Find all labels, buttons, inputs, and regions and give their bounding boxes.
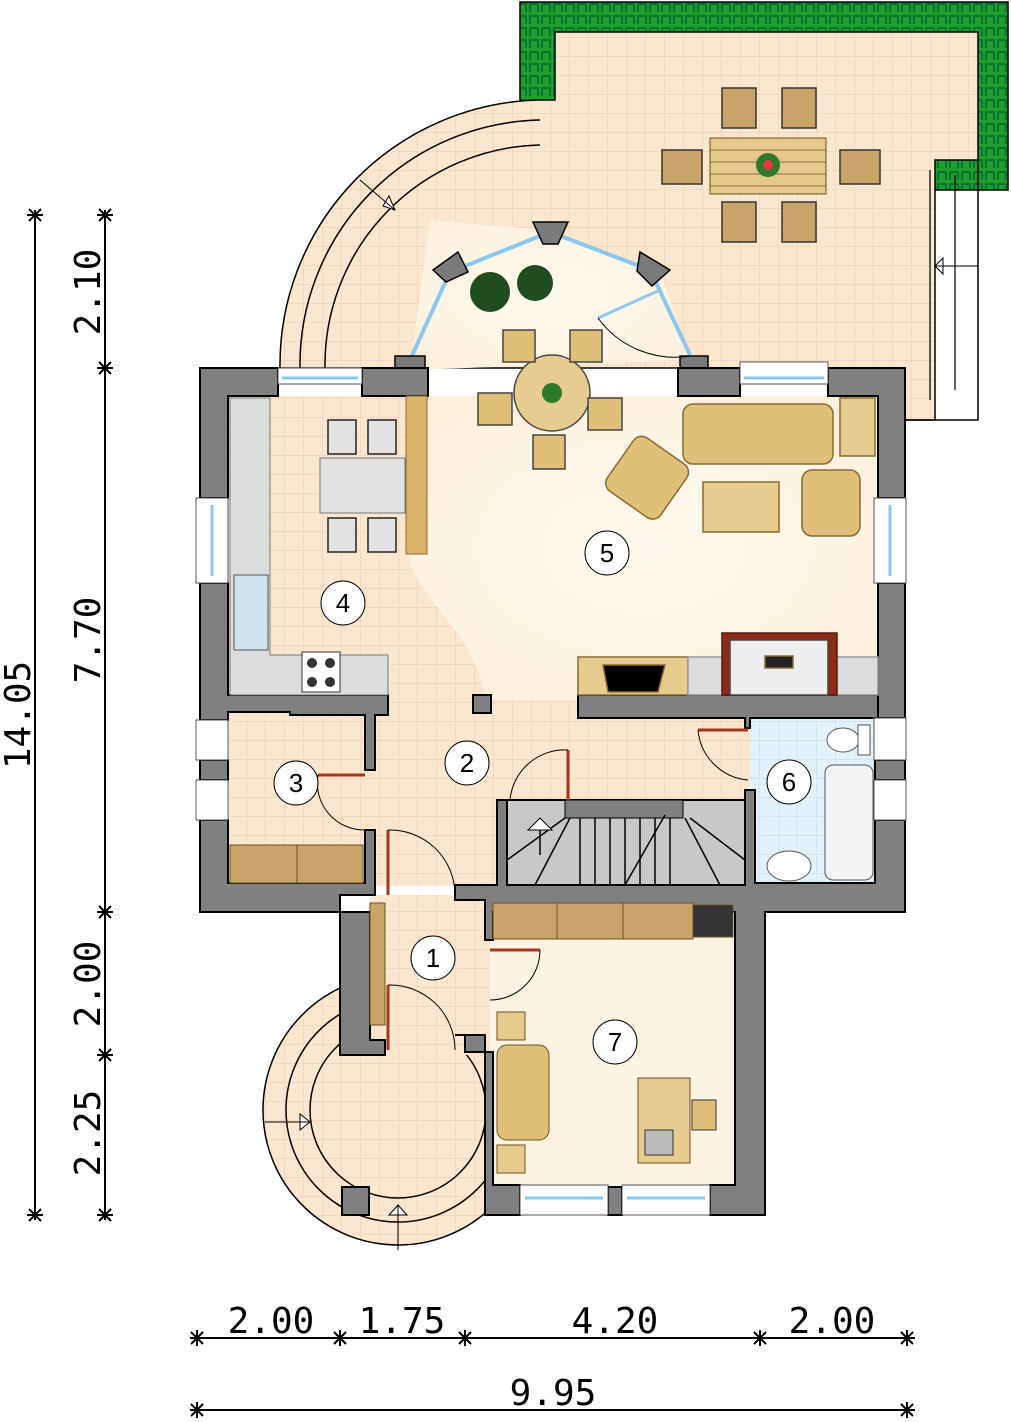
toilet-icon bbox=[826, 727, 860, 753]
svg-text:7: 7 bbox=[608, 1027, 622, 1057]
sofa bbox=[682, 403, 834, 465]
dim-horizontal-2: 1.75 bbox=[359, 1301, 446, 1342]
room-label-7: 7 bbox=[592, 1019, 638, 1065]
stairs-up-arrow-icon bbox=[526, 817, 554, 831]
coffee-table bbox=[702, 481, 780, 533]
dim-horizontal-1: 2.00 bbox=[228, 1301, 315, 1342]
svg-text:2: 2 bbox=[460, 748, 474, 778]
armchair bbox=[605, 435, 690, 520]
room-label-4: 4 bbox=[320, 580, 366, 626]
sink-icon bbox=[233, 574, 269, 651]
study-furniture bbox=[369, 902, 734, 1174]
svg-text:6: 6 bbox=[782, 767, 796, 797]
svg-text:1: 1 bbox=[426, 943, 440, 973]
stove-icon bbox=[301, 651, 341, 693]
terrace-stairs-arrow-icon bbox=[934, 256, 978, 276]
living-furniture bbox=[477, 329, 879, 696]
terrace-entry-arrow-icon bbox=[359, 179, 396, 211]
windows[interactable] bbox=[195, 361, 907, 1216]
dim-vertical-3: 2.00 bbox=[68, 941, 109, 1028]
porch-arrow-left-icon bbox=[265, 1112, 311, 1132]
palm-plants bbox=[470, 265, 553, 312]
armchair bbox=[801, 469, 861, 537]
room-label-5: 5 bbox=[584, 530, 630, 576]
dim-total-width: 9.95 bbox=[510, 1373, 597, 1414]
doors[interactable] bbox=[316, 728, 749, 1051]
dim-total-height: 14.05 bbox=[0, 661, 39, 769]
room-label-3: 3 bbox=[273, 760, 319, 806]
svg-text:4: 4 bbox=[336, 588, 350, 618]
bathroom-fixtures bbox=[766, 724, 874, 882]
porch-arrow-bottom-icon bbox=[387, 1204, 409, 1250]
dim-horizontal-4: 2.00 bbox=[789, 1301, 876, 1342]
staircase[interactable] bbox=[506, 799, 746, 886]
dim-vertical-4: 2.25 bbox=[68, 1090, 109, 1177]
dim-vertical-2: 7.70 bbox=[68, 597, 109, 684]
dimension-lines bbox=[27, 208, 915, 1418]
floor-living bbox=[410, 396, 878, 700]
washbasin-icon bbox=[766, 850, 812, 882]
dim-vertical-1: 2.10 bbox=[68, 249, 109, 336]
svg-text:5: 5 bbox=[600, 538, 614, 568]
tv-icon bbox=[602, 664, 666, 693]
room-label-2: 2 bbox=[444, 740, 490, 786]
svg-text:3: 3 bbox=[289, 768, 303, 798]
terrace-dining-table bbox=[661, 87, 881, 243]
kitchen-furniture bbox=[229, 395, 428, 696]
dim-horizontal-3: 4.20 bbox=[572, 1301, 659, 1342]
bathtub-icon bbox=[824, 764, 874, 881]
room-label-1: 1 bbox=[410, 935, 456, 981]
room-label-6: 6 bbox=[766, 759, 812, 805]
walls bbox=[199, 367, 906, 1216]
